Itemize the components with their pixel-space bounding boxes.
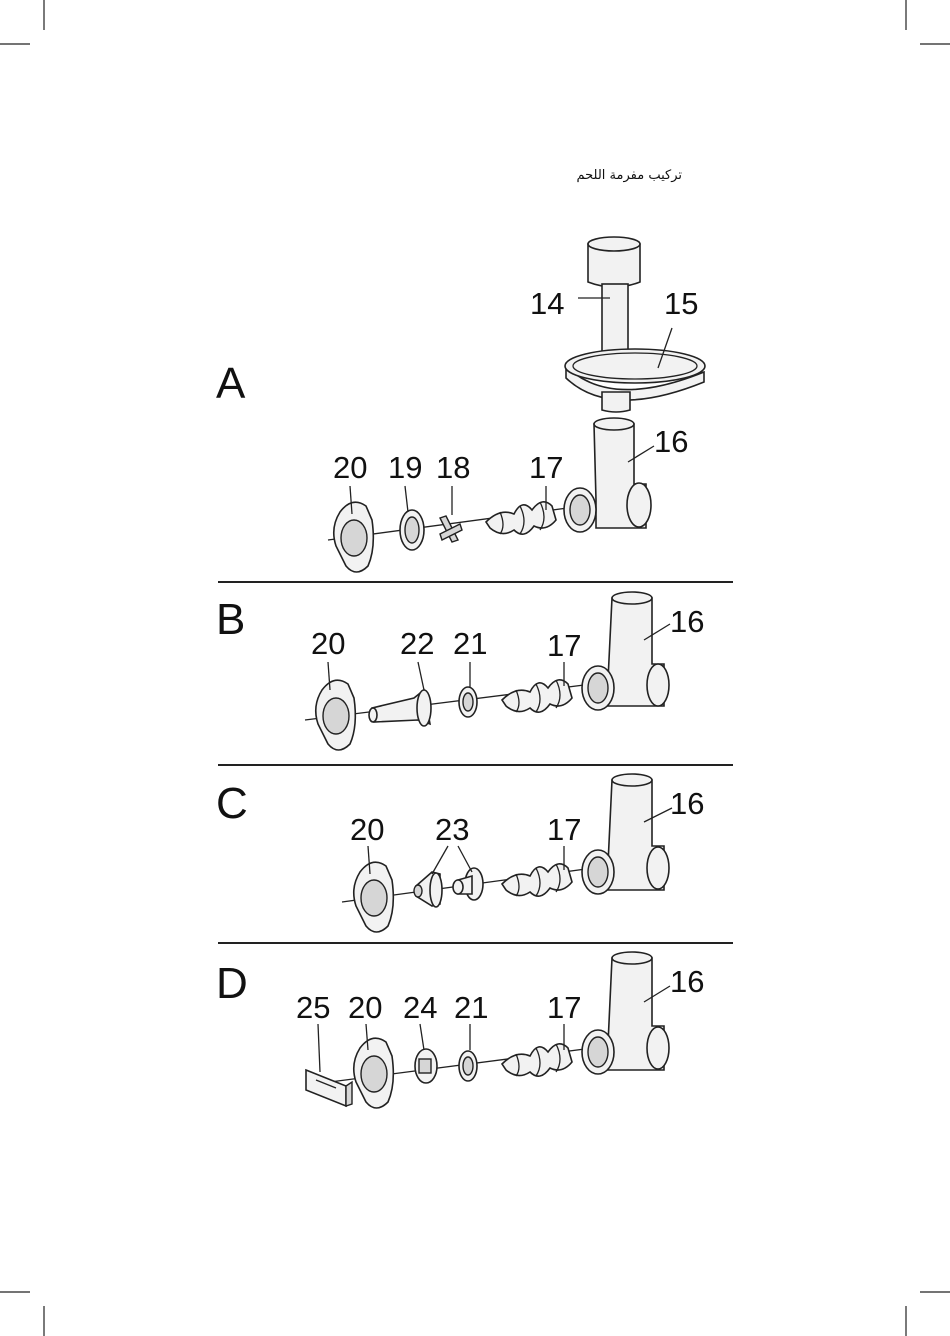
ring-nut [354, 1038, 394, 1108]
kebbe-attachment-inner [453, 868, 483, 900]
section-a: A [216, 237, 705, 572]
auger [502, 864, 572, 896]
label-14: 14 [530, 286, 564, 321]
grinder-body [582, 952, 669, 1074]
section-b: B [216, 592, 704, 750]
cutting-blade [440, 516, 462, 542]
cookie-attachment [415, 1049, 437, 1083]
section-c: C [216, 774, 704, 932]
label-20: 20 [311, 626, 345, 661]
label-20: 20 [350, 812, 384, 847]
label-18: 18 [436, 450, 470, 485]
label-25: 25 [296, 990, 330, 1025]
cookie-shaper [306, 1070, 352, 1106]
label-24: 24 [403, 990, 437, 1025]
grinder-body [582, 774, 669, 894]
section-letter: D [216, 959, 248, 1008]
label-16: 16 [670, 786, 704, 821]
auger [502, 1044, 572, 1076]
label-15: 15 [664, 286, 698, 321]
label-16: 16 [670, 964, 704, 999]
section-d: D [216, 952, 704, 1108]
label-17: 17 [547, 812, 581, 847]
grinder-body [564, 418, 651, 532]
label-20: 20 [333, 450, 367, 485]
section-letter: C [216, 779, 248, 828]
label-16: 16 [670, 604, 704, 639]
label-17: 17 [547, 628, 581, 663]
cutting-plate [400, 510, 424, 550]
label-17: 17 [529, 450, 563, 485]
label-21: 21 [454, 990, 488, 1025]
label-23: 23 [435, 812, 469, 847]
section-letter: B [216, 595, 245, 644]
label-16: 16 [654, 424, 688, 459]
separator-ring [459, 687, 477, 717]
label-17: 17 [547, 990, 581, 1025]
separator-ring [459, 1051, 477, 1081]
ring-nut [316, 680, 356, 750]
feeding-tray [565, 349, 705, 412]
label-20: 20 [348, 990, 382, 1025]
label-21: 21 [453, 626, 487, 661]
grinder-body [582, 592, 669, 710]
label-22: 22 [400, 626, 434, 661]
label-19: 19 [388, 450, 422, 485]
section-letter: A [216, 359, 246, 408]
ring-nut [354, 862, 394, 932]
sausage-cone [369, 690, 431, 726]
auger [502, 680, 572, 712]
ring-nut [334, 502, 374, 572]
kebbe-attachment-outer [414, 872, 442, 907]
